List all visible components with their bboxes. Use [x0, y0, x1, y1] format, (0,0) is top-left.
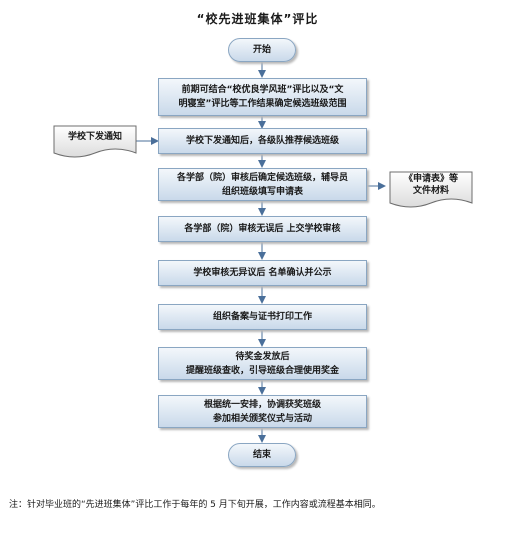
step4-box: 各学部（院）审核无误后 上交学校审核 — [158, 216, 367, 242]
start-node: 开始 — [228, 38, 296, 62]
form-doc-line1: 《申请表》等 — [403, 173, 458, 184]
step1-line2: 明寝室”评比等工作结果确定候选班级范围 — [178, 99, 347, 109]
step8-line2: 参加相关颁奖仪式与活动 — [212, 413, 312, 424]
form-doc-line2: 文件材料 — [412, 185, 449, 196]
step6-label: 组织备案与证书打印工作 — [212, 312, 312, 322]
step2-box: 学校下发通知后，各级队推荐候选班级 — [158, 128, 367, 154]
step7-line1: 待奖金发放后 — [235, 351, 290, 362]
step5-label: 学校审核无异议后 名单确认并公示 — [193, 268, 332, 278]
end-node: 结束 — [228, 443, 296, 467]
start-label: 开始 — [252, 45, 271, 55]
step1-line1: 前期可结合“校优良学风班”评比以及“文 — [181, 85, 344, 95]
footnote: 注：针对毕业班的“先进班集体”评比工作于每年的 5 月下旬开展，工作内容或流程基… — [9, 500, 381, 510]
notice-doc: 学校下发通知 — [54, 126, 136, 153]
form-doc: 《申请表》等 文件材料 — [390, 172, 472, 203]
step3-line2: 组织班级填写申请表 — [221, 186, 303, 197]
doc-shape-notice — [53, 125, 137, 158]
step8-box: 根据统一安排，协调获奖班级 参加相关颁奖仪式与活动 — [158, 395, 367, 428]
step6-box: 组织备案与证书打印工作 — [158, 304, 367, 330]
step7-line2: 提醒班级查收，引导班级合理使用奖金 — [185, 365, 339, 376]
end-label: 结束 — [252, 450, 271, 460]
step1-box: 前期可结合“校优良学风班”评比以及“文 明寝室”评比等工作结果确定候选班级范围 — [158, 78, 367, 116]
step5-box: 学校审核无异议后 名单确认并公示 — [158, 260, 367, 286]
diagram-title: “校先进班集体”评比 — [196, 12, 319, 26]
step2-label: 学校下发通知后，各级队推荐候选班级 — [185, 136, 339, 146]
doc-shape-form — [389, 171, 473, 208]
step8-line1: 根据统一安排，协调获奖班级 — [203, 399, 321, 410]
step3-box: 各学部（院）审核后确定候选班级，辅导员 组织班级填写申请表 — [158, 168, 367, 201]
step7-box: 待奖金发放后 提醒班级查收，引导班级合理使用奖金 — [158, 347, 367, 380]
notice-doc-label: 学校下发通知 — [67, 131, 122, 142]
step4-label: 各学部（院）审核无误后 上交学校审核 — [184, 224, 341, 234]
step3-line1: 各学部（院）审核后确定候选班级，辅导员 — [176, 172, 348, 183]
